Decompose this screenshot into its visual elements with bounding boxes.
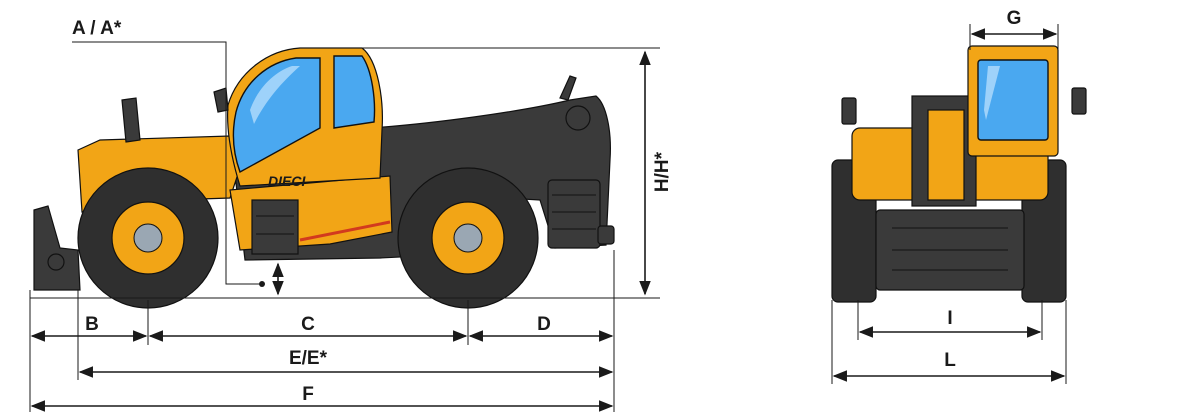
side-dimensions: H/H* A / A* B C D E/E* F — [29, 18, 673, 412]
left-mirror — [841, 97, 857, 125]
dim-d-label: D — [537, 314, 551, 335]
rear-wheel — [397, 167, 539, 309]
dim-i-label: I — [947, 308, 952, 329]
side-view: DIECI — [33, 47, 615, 309]
rear-hitch — [597, 225, 615, 245]
mirror — [213, 87, 229, 113]
dim-a-label: A / A* — [72, 18, 122, 39]
exhaust-pipe — [559, 75, 577, 101]
dim-g-label: G — [1007, 8, 1022, 29]
dim-b-label: B — [85, 314, 99, 335]
cab-steps — [251, 199, 299, 255]
dim-l-label: L — [944, 350, 956, 371]
dim-c-label: C — [301, 314, 315, 335]
front-wheel — [77, 167, 219, 309]
front-light — [121, 97, 141, 143]
dim-e-label: E/E* — [289, 348, 328, 369]
front-pivot — [47, 253, 65, 271]
engine-cap — [565, 105, 591, 131]
front-view — [831, 45, 1087, 303]
right-mirror — [1071, 87, 1087, 115]
dim-h-label: H/H* — [652, 151, 673, 192]
boom-front-face — [927, 109, 965, 201]
dim-a-point — [259, 281, 265, 287]
cab-windshield — [232, 57, 321, 174]
brand-label: DIECI — [268, 173, 306, 189]
front-dimensions: G I L — [831, 8, 1067, 384]
dim-f-label: F — [302, 384, 314, 405]
cab-side-window — [333, 55, 376, 129]
front-carriage — [33, 205, 81, 291]
stripe — [299, 220, 391, 242]
counterweight — [547, 179, 601, 249]
dim-a-leader — [72, 41, 262, 285]
